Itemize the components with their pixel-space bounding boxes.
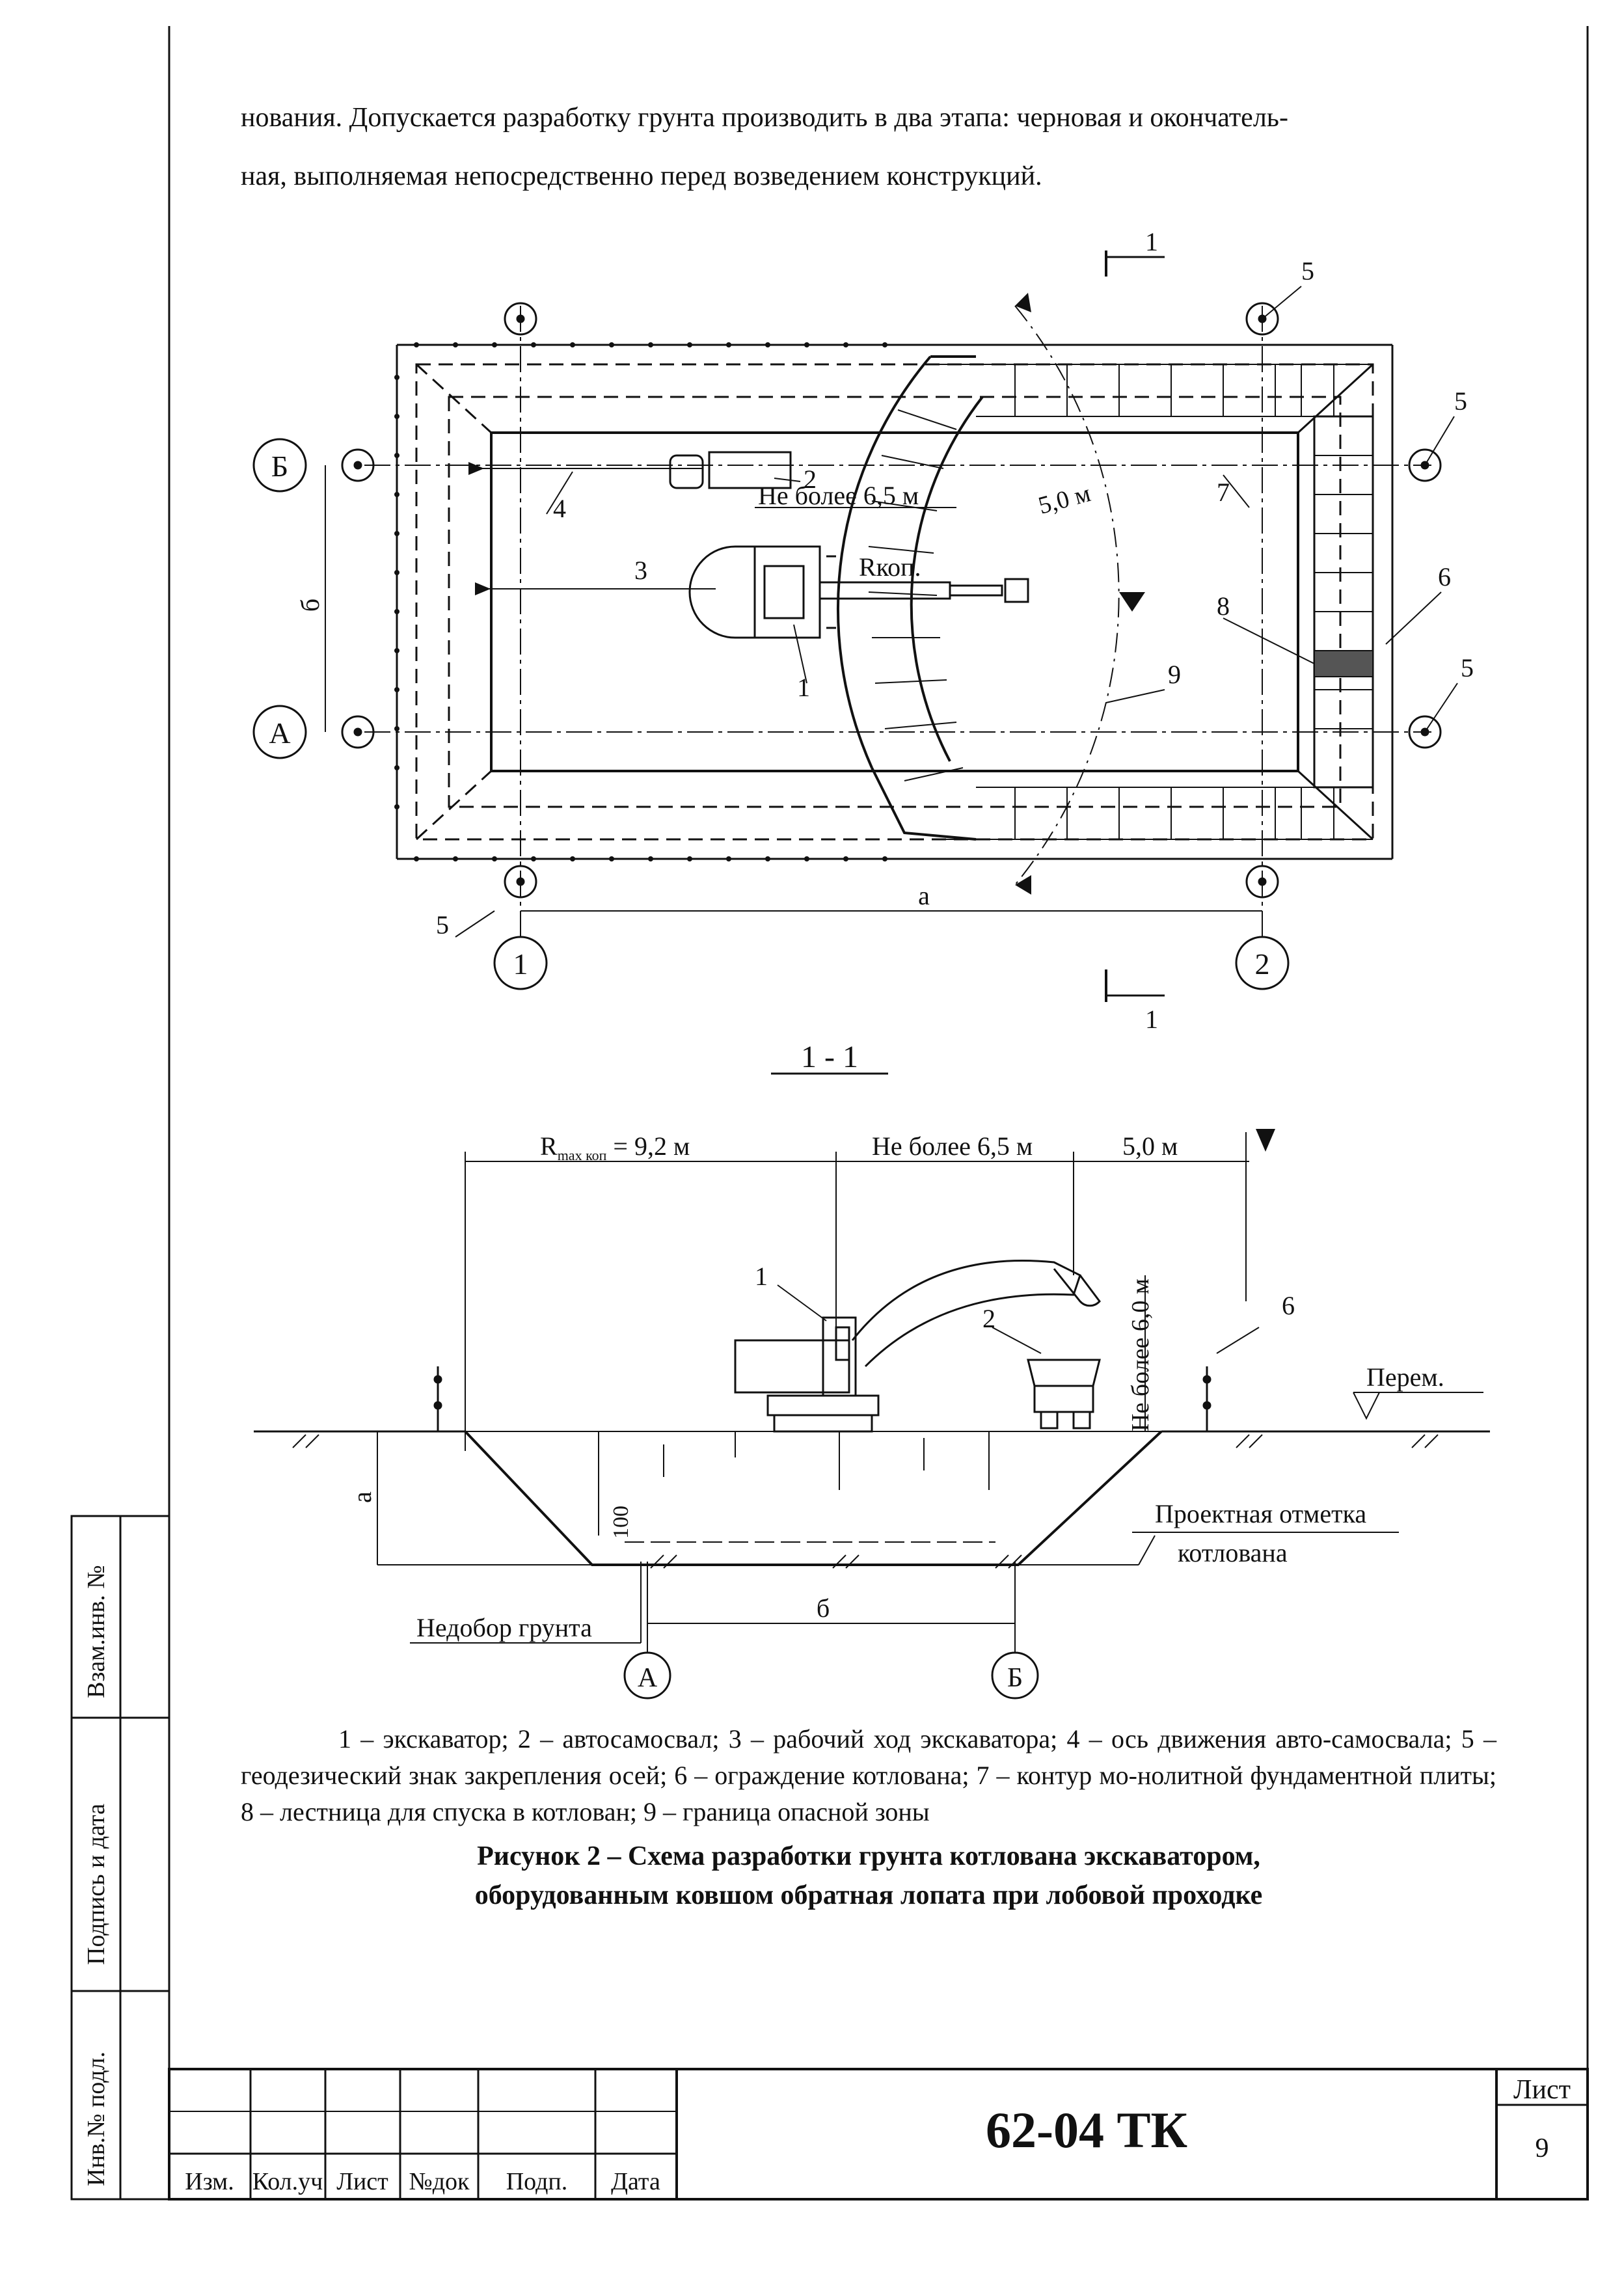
danger-zone-boundary [1014, 305, 1120, 886]
caption-line-1: Рисунок 2 – Схема разработки грунта котл… [477, 1841, 1260, 1871]
section-title: 1 - 1 [801, 1040, 858, 1074]
plan-callout-6: 6 [1438, 562, 1451, 591]
section-fences [433, 1366, 1211, 1431]
pit-top-edge [448, 396, 1342, 808]
stamp-sheet-label: Лист [1513, 2075, 1571, 2105]
dump-truck-plan [669, 451, 792, 489]
plan-callout-5c: 5 [1454, 386, 1467, 416]
section-dim-5m: 5,0 м [1122, 1131, 1178, 1161]
section-callout-6: 6 [1282, 1291, 1295, 1320]
plan-callout-9: 9 [1168, 660, 1181, 689]
excavation-rough-contour [415, 363, 1374, 841]
plan-callout-7: 7 [1217, 478, 1230, 507]
section-not-more-65: Не более 6,5 м [872, 1131, 1033, 1161]
section-axis-a: А [638, 1663, 658, 1693]
stamp-col-podp: Подп. [506, 2168, 568, 2195]
caption-line-2: оборудованным ковшом обратная лопата при… [474, 1880, 1263, 1910]
zone-marker [1119, 592, 1145, 612]
slab-contour [490, 431, 1299, 772]
excavation-face-inner [910, 396, 984, 762]
plan-callout-5d: 5 [1461, 653, 1474, 683]
section-depth-100: 100 [609, 1506, 633, 1539]
design-mark-line2: котлована [1178, 1538, 1288, 1567]
section-dim-b: б [817, 1593, 830, 1623]
stamp-col-data: Дата [611, 2168, 660, 2195]
section-perem: Перем. [1366, 1362, 1444, 1392]
plan-callout-3: 3 [634, 556, 647, 585]
plan-callout-8: 8 [1217, 591, 1230, 621]
stamp-sheet-number: 9 [1536, 2133, 1549, 2163]
plan-callout-5b: 5 [1301, 256, 1314, 286]
section-callout-1: 1 [755, 1262, 768, 1291]
plan-dim-a: а [918, 881, 930, 910]
side-podpis-data: Подпись и дата [83, 1804, 110, 1965]
axis-a-label: А [269, 716, 290, 750]
r-value: = 9,2 м [606, 1131, 690, 1161]
figure-legend: 1 – экскаватор; 2 – автосамосвал; 3 – ра… [241, 1724, 1496, 1826]
stamp-col-kol: Кол.уч [252, 2168, 323, 2195]
right-slope-hatching [1301, 364, 1373, 839]
side-vzam-inv: Взам.инв. № [83, 1565, 110, 1698]
plan-callout-1: 1 [797, 673, 810, 702]
stamp-col-ndok: №док [409, 2168, 470, 2195]
stamp-col-izm: Изм. [185, 2168, 234, 2195]
plan-callout-4: 4 [553, 494, 566, 523]
side-inv-podl: Инв.№ подл. [83, 2052, 110, 2186]
section-callout-2: 2 [982, 1304, 995, 1333]
plan-dim-b: б [295, 599, 325, 612]
intro-line-2: ная, выполняемая непосредственно перед в… [241, 161, 1042, 191]
plan-callout-5a: 5 [436, 910, 449, 940]
shortfall-label: Недобор грунта [416, 1613, 592, 1642]
svg-text:Rmax коп = 9,2 м: Rmax коп = 9,2 м [540, 1131, 690, 1163]
intro-line-1: нования. Допускается разработку грунта п… [241, 103, 1288, 133]
section-axis-b: Б [1007, 1663, 1023, 1693]
axis-b-label: Б [271, 450, 288, 483]
plan-label-not-more: Не более 6,5 м [758, 481, 919, 510]
excavator-plan [688, 545, 1029, 639]
r-sub: max коп [558, 1147, 607, 1163]
truck-side [1027, 1359, 1101, 1429]
face-hatching [868, 409, 964, 781]
design-mark-line1: Проектная отметка [1155, 1499, 1366, 1528]
plan-label-radius: Rкоп. [859, 552, 921, 582]
stamp-col-list: Лист [336, 2168, 388, 2195]
section-mark-bottom: 1 [1145, 1005, 1158, 1034]
r-label: R [540, 1131, 558, 1161]
fence-outline [396, 344, 1394, 860]
excavator-side [734, 1260, 1101, 1433]
axis-1-label: 1 [513, 947, 528, 981]
axis-2-label: 2 [1255, 947, 1270, 981]
section-mark-top: 1 [1145, 227, 1158, 256]
excavation-face-outer [837, 355, 932, 768]
stamp-doc-code: 62-04 ТК [986, 2102, 1187, 2158]
section-dim-a: а [347, 1491, 377, 1503]
fence-dots [394, 342, 887, 861]
plan-callout-2: 2 [804, 465, 817, 494]
section-not-more-6: Не более 6,0 м [1127, 1279, 1154, 1431]
